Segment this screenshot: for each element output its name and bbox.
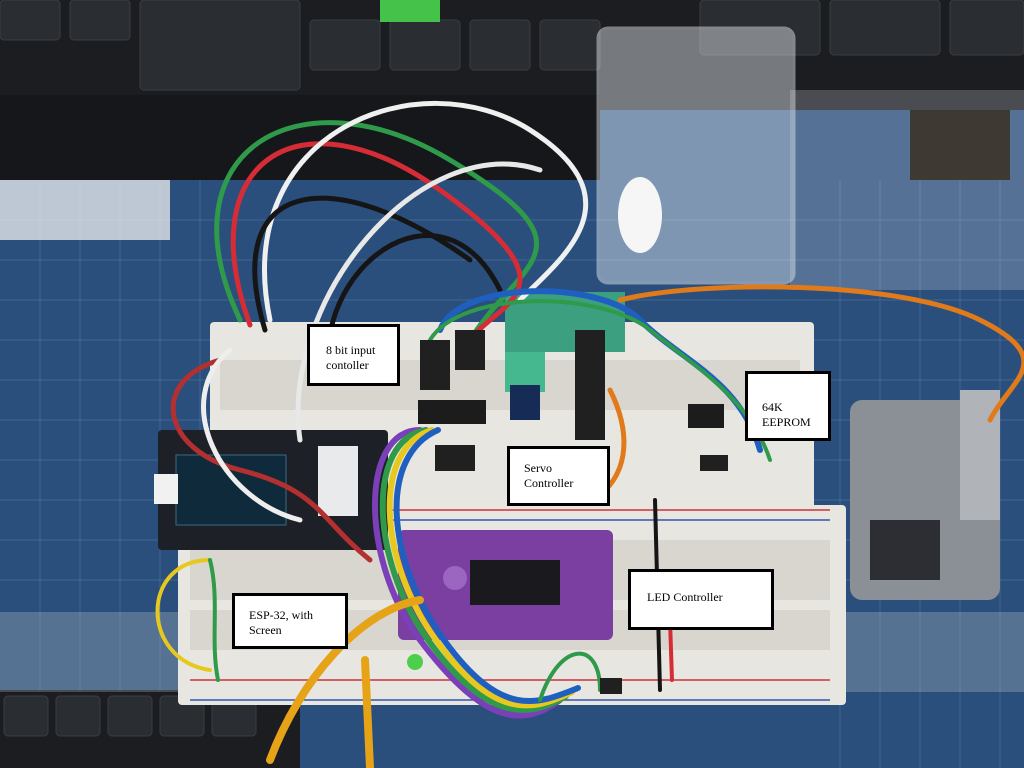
servo-controller-label-text: Servo Controller	[524, 461, 574, 490]
eeprom-label-text: 64K EEPROM	[762, 400, 811, 429]
esp32-label: ESP-32, with Screen	[232, 593, 348, 649]
led-controller-label: LED Controller	[628, 569, 774, 630]
jumper-wires	[155, 100, 1024, 768]
esp32-label-text: ESP-32, with Screen	[249, 608, 314, 637]
servo-controller-label: Servo Controller	[507, 446, 610, 506]
eeprom-label: 64K EEPROM	[745, 371, 831, 441]
input-controller-label-text: 8 bit input contoller	[326, 343, 376, 372]
input-controller-label: 8 bit input contoller	[307, 324, 400, 386]
led-controller-label-text: LED Controller	[647, 590, 723, 604]
